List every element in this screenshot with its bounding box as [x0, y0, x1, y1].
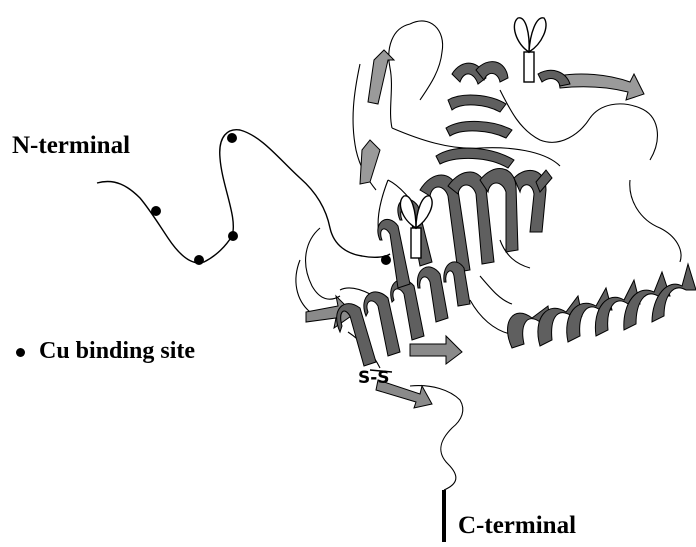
cu-binding-site-marker [194, 255, 204, 265]
cu-binding-site-marker [228, 231, 238, 241]
beta-strand [368, 50, 394, 104]
n-terminal-label: N-terminal [12, 133, 130, 158]
beta-strand [360, 140, 380, 184]
beta-strand [558, 74, 644, 100]
cu-binding-site-marker [381, 255, 391, 265]
cu-binding-site-label: Cu binding site [39, 338, 195, 364]
cu-binding-site-marker [151, 206, 161, 216]
c-terminal-label: C-terminal [458, 513, 576, 538]
n-terminal-tail [97, 130, 390, 263]
alpha-helix-1 [436, 62, 570, 168]
alpha-helix-4 [508, 264, 696, 348]
disulfide-label: S-S [358, 370, 390, 387]
cu-binding-dot-icon [16, 348, 25, 357]
cu-binding-site-legend: Cu binding site [16, 339, 195, 363]
alpha-helix-2 [420, 169, 552, 272]
beta-strand [410, 336, 462, 364]
cu-binding-site-marker [227, 133, 237, 143]
